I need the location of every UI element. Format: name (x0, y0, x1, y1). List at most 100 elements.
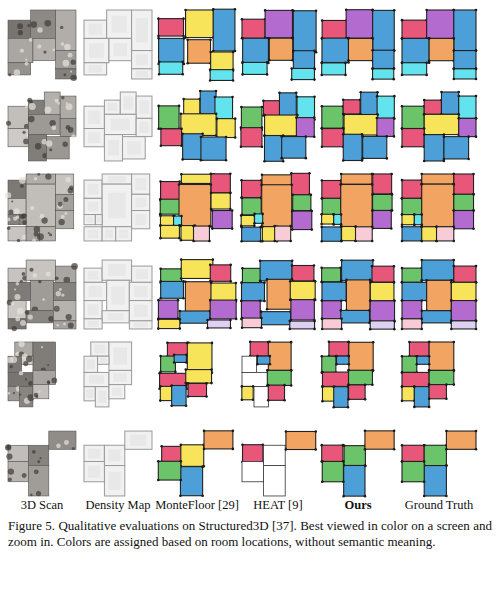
corner-dot (457, 95, 460, 98)
corner-dot (390, 227, 393, 230)
corner-dot (186, 342, 189, 345)
corner-dot (475, 281, 478, 284)
density-texture (100, 358, 107, 363)
corner-dot (371, 8, 374, 11)
room-polygon (292, 68, 315, 79)
room-polygon (242, 227, 261, 241)
corner-dot (261, 126, 264, 129)
scan-texture (13, 208, 19, 214)
corner-dot (420, 225, 423, 228)
corner-dot (290, 384, 293, 387)
room-polygon (402, 63, 427, 75)
room-polygon (242, 198, 261, 215)
scan-texture (71, 263, 78, 270)
density-patch (104, 466, 124, 496)
room-polygon (402, 301, 422, 319)
corner-dot (320, 280, 323, 283)
corner-dot (266, 369, 269, 372)
room-polygon (402, 215, 414, 225)
corner-dot (159, 297, 162, 300)
room-polygon (349, 385, 366, 399)
room-polygon (377, 118, 394, 136)
corner-dot (180, 224, 183, 227)
density-patch (132, 174, 150, 194)
room-polygon (241, 283, 264, 301)
corner-dot (428, 369, 431, 372)
corner-dot (344, 62, 347, 65)
scan-texture (43, 51, 46, 54)
density-patch (102, 174, 131, 184)
scan-texture (47, 380, 51, 384)
density-texture (89, 24, 103, 35)
scan-texture (55, 276, 59, 280)
corner-dot (241, 385, 244, 388)
room-polygon (160, 225, 179, 238)
corner-dot (401, 385, 404, 388)
corner-dot (211, 209, 214, 212)
corner-dot (354, 225, 357, 228)
room-polygon (161, 269, 182, 283)
corner-dot (240, 226, 243, 229)
density-patch (84, 20, 107, 38)
result-cell (157, 8, 236, 82)
corner-dot (401, 371, 404, 374)
scan-texture (29, 38, 33, 42)
corner-dot (180, 460, 183, 463)
scan-texture (44, 107, 51, 114)
result-cell (84, 431, 152, 496)
density-patch (109, 370, 132, 384)
corner-dot (321, 105, 324, 108)
room-polygon (267, 279, 292, 309)
corner-dot (241, 326, 244, 329)
room-polygon (322, 227, 341, 241)
density-patch (132, 69, 152, 79)
room-polygon (361, 92, 378, 114)
corner-dot (401, 37, 404, 40)
corner-dot (263, 114, 266, 117)
room-polygon (257, 356, 270, 364)
scan-texture (36, 491, 41, 496)
corner-dot (205, 395, 208, 398)
corner-dot (179, 327, 182, 330)
room-polygon (322, 387, 334, 401)
room-polygon (454, 51, 476, 69)
density-patch (84, 63, 107, 75)
room-polygon (427, 280, 452, 310)
corner-dot (372, 369, 375, 372)
corner-dot (280, 157, 283, 160)
corner-dot (440, 91, 443, 94)
scan-texture (25, 59, 27, 61)
corner-dot (313, 96, 316, 99)
scan-texture (25, 62, 29, 66)
corner-dot (291, 193, 294, 196)
scan-texture (70, 75, 76, 81)
room-polygon (158, 319, 180, 328)
corner-dot (313, 67, 316, 70)
scan-patch (8, 461, 28, 481)
corner-dot (401, 385, 404, 388)
room-polygon (188, 40, 211, 64)
corner-dot (435, 225, 438, 228)
corner-dot (192, 240, 195, 243)
scan-texture (66, 102, 68, 104)
result-cell (84, 342, 132, 407)
room-polygon (370, 282, 394, 300)
corner-dot (393, 135, 396, 138)
density-patch (136, 96, 152, 118)
corner-dot (364, 464, 367, 467)
corner-dot (416, 355, 419, 358)
corner-dot (453, 68, 456, 71)
corner-dot (340, 213, 343, 216)
corner-dot (320, 460, 323, 463)
scan-patch (33, 385, 49, 399)
corner-dot (371, 226, 374, 229)
scan-texture (17, 23, 23, 29)
room-polygon (211, 52, 233, 71)
corner-dot (182, 98, 185, 101)
corner-dot (240, 126, 243, 129)
corner-dot (371, 67, 374, 70)
corner-dot (183, 37, 186, 40)
corner-dot (457, 113, 460, 116)
corner-dot (344, 74, 347, 77)
scan-texture (54, 306, 60, 312)
